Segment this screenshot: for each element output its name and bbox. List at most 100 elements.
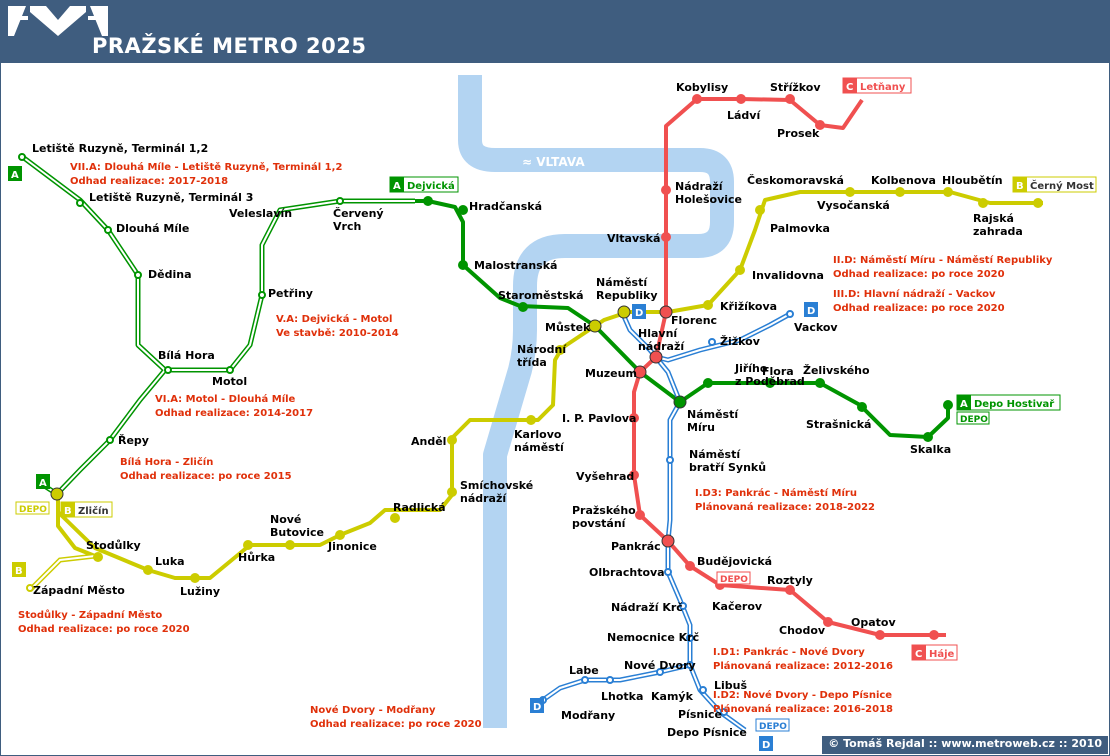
station-label: Hradčanská [469, 200, 542, 213]
construction-note: I.D3: Pankrác - Náměstí Míru [695, 487, 857, 499]
construction-note: Nové Dvory - Modřany [310, 704, 436, 716]
river-vltava [458, 75, 734, 728]
svg-text:A: A [393, 181, 401, 192]
station-label: Českomoravská [747, 174, 844, 187]
letter-badges: A A B D D D D [8, 166, 818, 751]
station-label: Dlouhá Míle [116, 222, 189, 235]
construction-note: Stodůlky - Západní Město [18, 608, 162, 621]
station-dots [423, 196, 953, 442]
station-label: Želivského [803, 364, 870, 377]
construction-note: I.D1: Pankrác - Nové Dvory [713, 646, 865, 658]
station-label: Nové Dvory [624, 659, 696, 672]
station-label: Flora [762, 365, 794, 378]
station-label: Hůrka [238, 551, 275, 564]
depot-labels: DEPO DEPO DEPO DEPO [15, 411, 990, 732]
metro-logo-icon [8, 6, 108, 36]
station-label: Kolbenova [871, 174, 936, 187]
station-label: Radlická [393, 501, 446, 514]
station-label: Střížkov [770, 81, 821, 94]
svg-text:C: C [846, 82, 853, 93]
station-label: Vackov [794, 321, 838, 334]
station-label: Modřany [561, 709, 615, 722]
station-label: Letiště Ruzyně, Terminál 3 [89, 191, 253, 204]
construction-note: Odhad realizace: po roce 2015 [120, 471, 292, 482]
river-label: ≈ VLTAVA [522, 155, 585, 169]
svg-text:Letňany: Letňany [860, 81, 906, 93]
station-label: Žižkov [720, 335, 761, 348]
station-label: Budějovická [697, 555, 772, 568]
svg-text:A: A [11, 170, 19, 181]
header-bar: PRAŽSKÉ METRO 2025 [0, 0, 1110, 62]
station-label: Pankrác [611, 540, 661, 553]
station-label: Dědina [148, 268, 192, 281]
svg-text:D: D [533, 702, 541, 713]
station-label: Olbrachtova [589, 566, 665, 579]
svg-text:DEPO: DEPO [960, 415, 988, 425]
svg-text:Zličín: Zličín [78, 505, 109, 517]
station-label: Libuš [714, 679, 747, 692]
station-label: Nemocnice Krč [607, 631, 699, 644]
station-label: Vyšehrad [576, 470, 634, 483]
construction-note: Odhad realizace: 2017-2018 [70, 176, 228, 187]
station-label: Depo Písnice [667, 726, 747, 739]
terminus-badge-dejvicka: A Dejvická [389, 176, 459, 193]
station-label: Skalka [910, 443, 951, 456]
construction-note: VI.A: Motol - Dlouhá Míle [155, 393, 296, 405]
svg-text:B: B [1016, 181, 1024, 192]
svg-text:Dejvická: Dejvická [407, 180, 455, 192]
construction-note: Odhad realizace: po roce 2020 [833, 269, 1005, 280]
svg-text:Háje: Háje [929, 648, 955, 660]
station-label: Řepy [118, 434, 149, 447]
station-label: I. P. Pavlova [562, 412, 636, 425]
station-label: Letiště Ruzyně, Terminál 1,2 [32, 142, 208, 155]
station-label: Staroměstská [498, 289, 584, 302]
terminus-badge-zlicin: B Zličín [60, 501, 113, 518]
station-label: Kobylisy [676, 81, 728, 94]
terminus-badge-cerny-most: B Černý Most [1012, 176, 1097, 193]
station-label: Křižíkova [720, 300, 777, 313]
svg-text:C: C [915, 649, 922, 660]
station-label: Petřiny [268, 287, 313, 300]
station-label: Roztyly [767, 574, 813, 587]
construction-note: Odhad realizace: po roce 2020 [833, 303, 1005, 314]
svg-text:D: D [635, 308, 643, 319]
station-label: Stodůlky [86, 539, 141, 552]
construction-note: Ve stavbě: 2010-2014 [276, 327, 399, 339]
station-label: Luka [155, 555, 185, 568]
station-label: Florenc [671, 314, 717, 327]
note-labels: VII.A: Dlouhá Míle - Letiště Ruzyně, Ter… [18, 161, 1053, 730]
station-label: Západní Město [33, 584, 125, 597]
station-label: Kamýk [651, 690, 694, 703]
station-label: Jinonice [327, 540, 377, 553]
svg-text:D: D [807, 306, 815, 317]
svg-text:D: D [762, 740, 770, 751]
copyright-footer: © Tomáš Rejdal :: www.metroweb.cz :: 201… [822, 736, 1108, 754]
construction-note: Odhad realizace: 2014-2017 [155, 408, 313, 419]
page-title: PRAŽSKÉ METRO 2025 [92, 34, 367, 58]
station-label: Malostranská [474, 259, 557, 272]
terminus-badge-haje: C Háje [911, 644, 958, 661]
station-label: Chodov [779, 624, 826, 637]
construction-note: Plánovaná realizace: 2012-2016 [713, 660, 893, 672]
station-label: Kačerov [712, 600, 763, 613]
construction-note: Plánovaná realizace: 2018-2022 [695, 501, 875, 513]
station-label: Nádraží Krč [611, 601, 683, 614]
station-label: Vltavská [607, 232, 660, 245]
station-label: Hloubětín [942, 174, 1003, 187]
svg-text:DEPO: DEPO [720, 575, 748, 585]
construction-note: Bílá Hora - Zličín [120, 456, 213, 468]
terminus-badge-letnany: C Letňany [842, 77, 912, 94]
construction-note: VII.A: Dlouhá Míle - Letiště Ruzyně, Ter… [70, 161, 342, 173]
